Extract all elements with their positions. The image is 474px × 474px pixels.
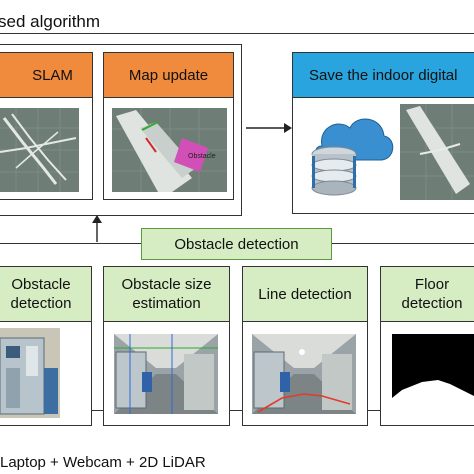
line-detection-header: Line detection xyxy=(242,266,368,322)
slam-header: SLAM xyxy=(0,52,93,98)
saved-digital-map xyxy=(400,104,474,200)
map-update-lidar-map: Obstacle xyxy=(112,108,227,192)
slam-lidar-map xyxy=(0,108,79,192)
map-update-header: Map update xyxy=(103,52,234,98)
map-update-label: Map update xyxy=(128,66,209,84)
floor-detection-line1: Floor xyxy=(414,276,450,293)
algorithm-frame xyxy=(0,33,474,411)
floor-detection-header: Floor detection xyxy=(380,266,474,322)
obstacle-detection-bar: Obstacle detection xyxy=(141,228,332,260)
hardware-label: Laptop + Webcam + 2D LiDAR xyxy=(0,454,206,471)
obstacle-detection-line2: detection xyxy=(10,295,72,312)
line-detection-line1: Line detection xyxy=(258,285,352,303)
algorithm-title: sed algorithm xyxy=(0,12,101,31)
floor-detection-line2: detection xyxy=(401,295,463,312)
save-map-label: Save the indoor digital xyxy=(309,66,458,84)
obstacle-detection-bar-label: Obstacle detection xyxy=(174,235,299,253)
arrow-to-map-update xyxy=(92,215,102,242)
map-obstacle-tag: Obstacle xyxy=(188,153,216,160)
slam-label: SLAM xyxy=(32,66,73,84)
arrow-to-save xyxy=(246,123,292,133)
line-detection-photo xyxy=(252,334,356,414)
obstacle-detection-photo xyxy=(0,328,60,418)
size-estimation-line2: estimation xyxy=(132,295,201,312)
save-map-header: Save the indoor digital xyxy=(292,52,474,98)
floor-detection-mask xyxy=(392,334,474,414)
size-estimation-photo xyxy=(114,334,218,414)
obstacle-detection-header: Obstacle detection xyxy=(0,266,92,322)
obstacle-detection-line1: Obstacle xyxy=(11,276,71,293)
size-estimation-header: Obstacle size estimation xyxy=(103,266,230,322)
database-cloud-icon xyxy=(311,118,394,196)
size-estimation-line1: Obstacle size xyxy=(121,276,212,293)
